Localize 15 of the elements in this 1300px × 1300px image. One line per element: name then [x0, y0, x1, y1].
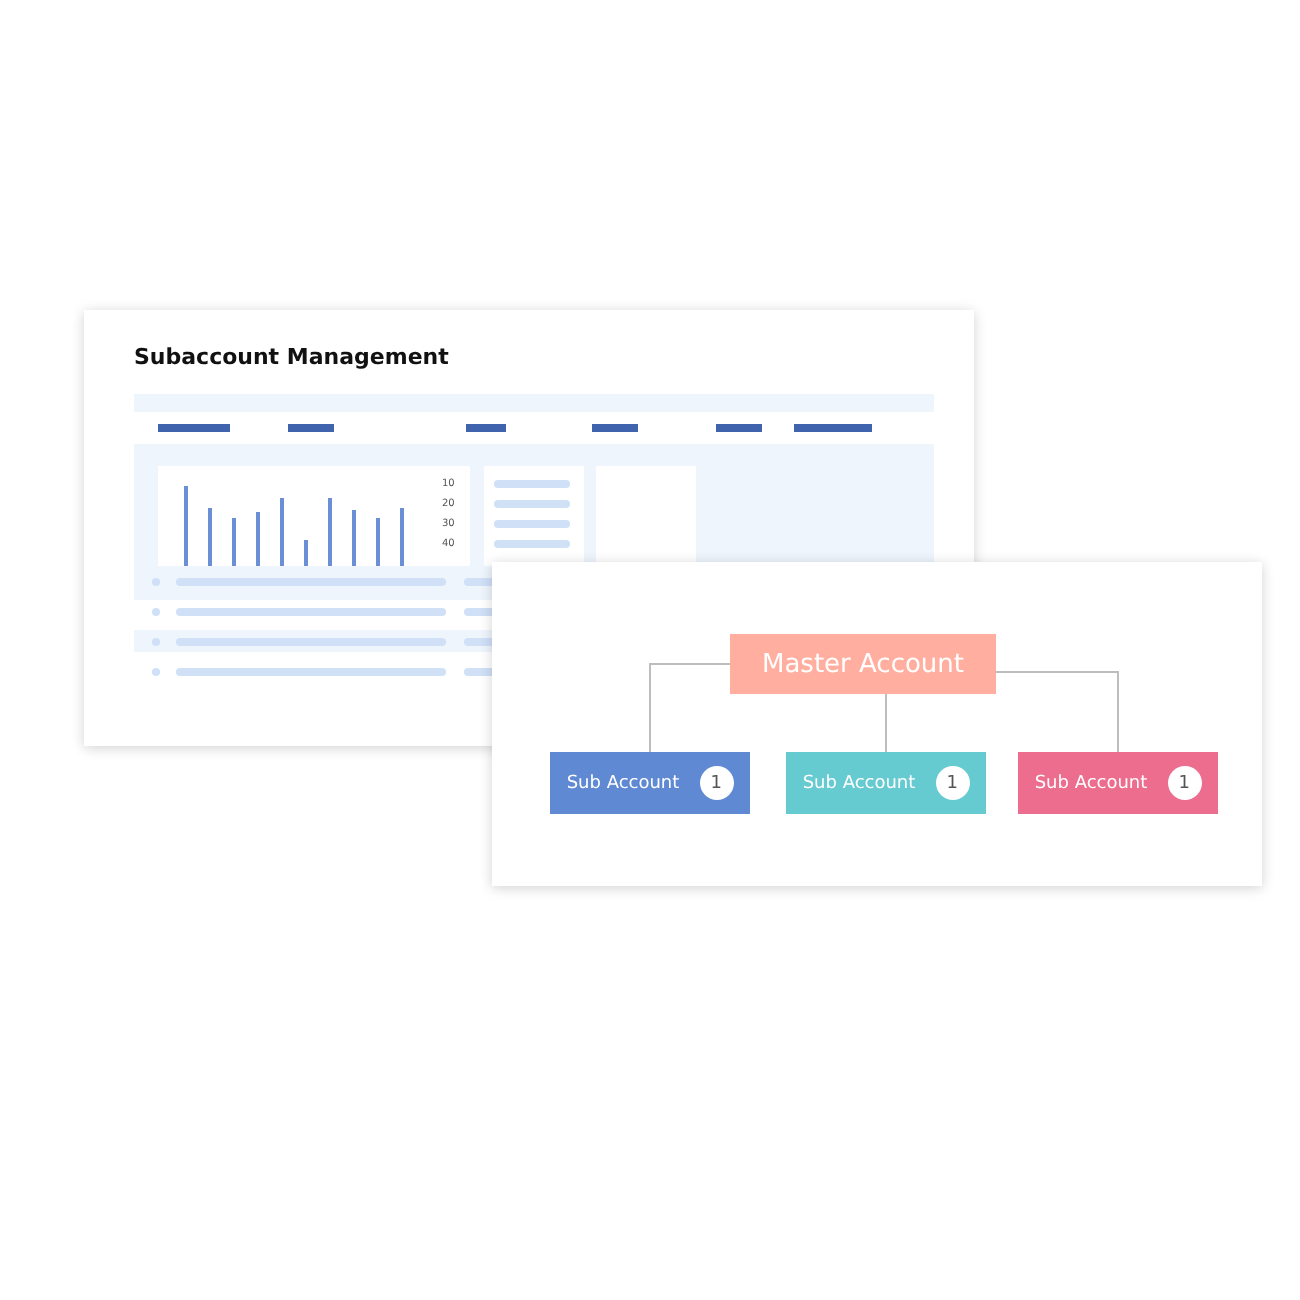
- count-badge: 1: [1167, 766, 1202, 800]
- sub-account-box: [1018, 752, 1218, 814]
- node-label: Master Account: [761, 649, 965, 679]
- master-account-box: [730, 634, 996, 694]
- node-label: Sub Account: [802, 773, 916, 793]
- count-badge: 1: [699, 766, 734, 800]
- sub-account-box: [550, 752, 750, 814]
- card-title: Subaccount Management: [134, 344, 449, 370]
- sub-account-box: [786, 752, 986, 814]
- connector-line: [885, 693, 887, 753]
- node-label: Sub Account: [566, 773, 680, 793]
- connector-line: [995, 671, 1119, 753]
- connector-line: [649, 663, 731, 753]
- count-badge: 1: [935, 766, 970, 800]
- node-label: Sub Account: [1034, 773, 1148, 793]
